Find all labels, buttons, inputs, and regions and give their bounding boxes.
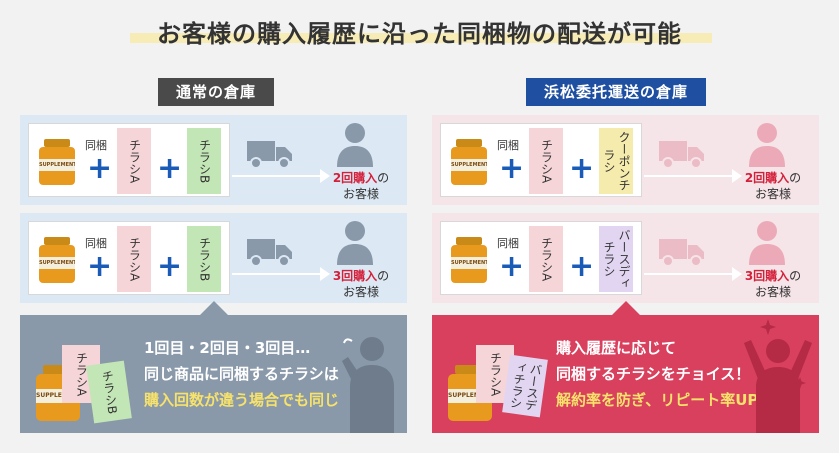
purchase-count: 3回購入の お客様 bbox=[332, 269, 390, 299]
plus-icon: + bbox=[569, 151, 595, 186]
arrow-head bbox=[320, 267, 330, 281]
package-card: SUPPLEMENT 同梱 + チラシA + チラシB bbox=[28, 221, 230, 295]
flyer-b: チラシB bbox=[86, 360, 132, 424]
truck-icon bbox=[659, 141, 704, 169]
truck-icon bbox=[659, 239, 704, 267]
purchase-count: 3回購入の お客様 bbox=[744, 269, 802, 299]
package-card: SUPPLEMENT 同梱 + チラシA + バースディチラシ bbox=[440, 221, 642, 295]
summary-text: 購入履歴に応じて 同梱するチラシをチョイス！ 解約率を防ぎ、リピート率UP! bbox=[556, 339, 766, 409]
flyer-b: チラシB bbox=[187, 128, 221, 194]
plus-icon: + bbox=[87, 249, 113, 284]
package-card: SUPPLEMENT 同梱 + チラシA + チラシB bbox=[28, 123, 230, 197]
summary-text: 1回目・2回目・3回目… 同じ商品に同梱するチラシは 購入回数が違う場合でも同じ bbox=[144, 339, 340, 409]
flyer-a: チラシA bbox=[529, 128, 563, 194]
flyer-coupon: クーポンチラシ bbox=[599, 128, 633, 194]
truck-icon bbox=[247, 141, 292, 169]
sparkle-icon bbox=[760, 319, 776, 335]
left-row-1: SUPPLEMENT 同梱 + チラシA + チラシB 2回購入の お客様 bbox=[20, 115, 407, 205]
doukon-label: 同梱 bbox=[85, 139, 107, 152]
person-icon bbox=[337, 221, 373, 265]
arrow-line bbox=[644, 273, 738, 275]
truck-icon bbox=[247, 239, 292, 267]
left-row-2: SUPPLEMENT 同梱 + チラシA + チラシB 3回購入の お客様 bbox=[20, 213, 407, 303]
worried-person-icon bbox=[342, 337, 394, 433]
cheering-person-icon bbox=[744, 339, 812, 433]
label-normal-warehouse: 通常の倉庫 bbox=[158, 78, 275, 106]
supplement-bottle-icon: SUPPLEMENT bbox=[39, 139, 75, 185]
right-summary-box: SUPPLEMENT チラシA バースディチラシ 購入履歴に応じて 同梱するチラ… bbox=[432, 301, 819, 433]
arrow-line bbox=[644, 175, 738, 177]
left-summary-box: SUPPLEMENT チラシA チラシB 1回目・2回目・3回目… 同じ商品に同… bbox=[20, 301, 407, 433]
flyer-a: チラシA bbox=[117, 128, 151, 194]
package-card: SUPPLEMENT 同梱 + チラシA + クーポンチラシ bbox=[440, 123, 642, 197]
arrow-head bbox=[732, 267, 742, 281]
flyer-a: チラシA bbox=[529, 226, 563, 292]
supplement-bottle-icon: SUPPLEMENT bbox=[39, 237, 75, 283]
summary-pointer bbox=[612, 301, 640, 315]
flyer-a: チラシA bbox=[117, 226, 151, 292]
plus-icon: + bbox=[499, 151, 525, 186]
flyer-birthday: バースディチラシ bbox=[502, 354, 548, 418]
right-row-1: SUPPLEMENT 同梱 + チラシA + クーポンチラシ 2回購入の お客様 bbox=[432, 115, 819, 205]
person-icon bbox=[749, 123, 785, 167]
doukon-label: 同梱 bbox=[497, 139, 519, 152]
supplement-bottle-icon: SUPPLEMENT bbox=[451, 237, 487, 283]
plus-icon: + bbox=[87, 151, 113, 186]
purchase-count: 2回購入の お客様 bbox=[744, 171, 802, 201]
plus-icon: + bbox=[499, 249, 525, 284]
sparkle-icon bbox=[794, 377, 806, 389]
arrow-head bbox=[320, 169, 330, 183]
flyer-b: チラシB bbox=[187, 226, 221, 292]
supplement-bottle-icon: SUPPLEMENT bbox=[451, 139, 487, 185]
arrow-line bbox=[232, 273, 326, 275]
label-hamamatsu-warehouse: 浜松委托運送の倉庫 bbox=[526, 78, 707, 106]
doukon-label: 同梱 bbox=[85, 237, 107, 250]
page-title: お客様の購入履歴に沿った同梱物の配送が可能 bbox=[157, 20, 682, 48]
title-highlight bbox=[130, 33, 712, 43]
person-icon bbox=[749, 221, 785, 265]
arrow-line bbox=[232, 175, 326, 177]
arrow-head bbox=[732, 169, 742, 183]
plus-icon: + bbox=[157, 151, 183, 186]
purchase-count: 2回購入の お客様 bbox=[332, 171, 390, 201]
summary-pointer bbox=[200, 301, 228, 315]
plus-icon: + bbox=[569, 249, 595, 284]
plus-icon: + bbox=[157, 249, 183, 284]
flyer-birthday: バースディチラシ bbox=[599, 226, 633, 292]
right-row-2: SUPPLEMENT 同梱 + チラシA + バースディチラシ 3回購入の お客… bbox=[432, 213, 819, 303]
doukon-label: 同梱 bbox=[497, 237, 519, 250]
person-icon bbox=[337, 123, 373, 167]
